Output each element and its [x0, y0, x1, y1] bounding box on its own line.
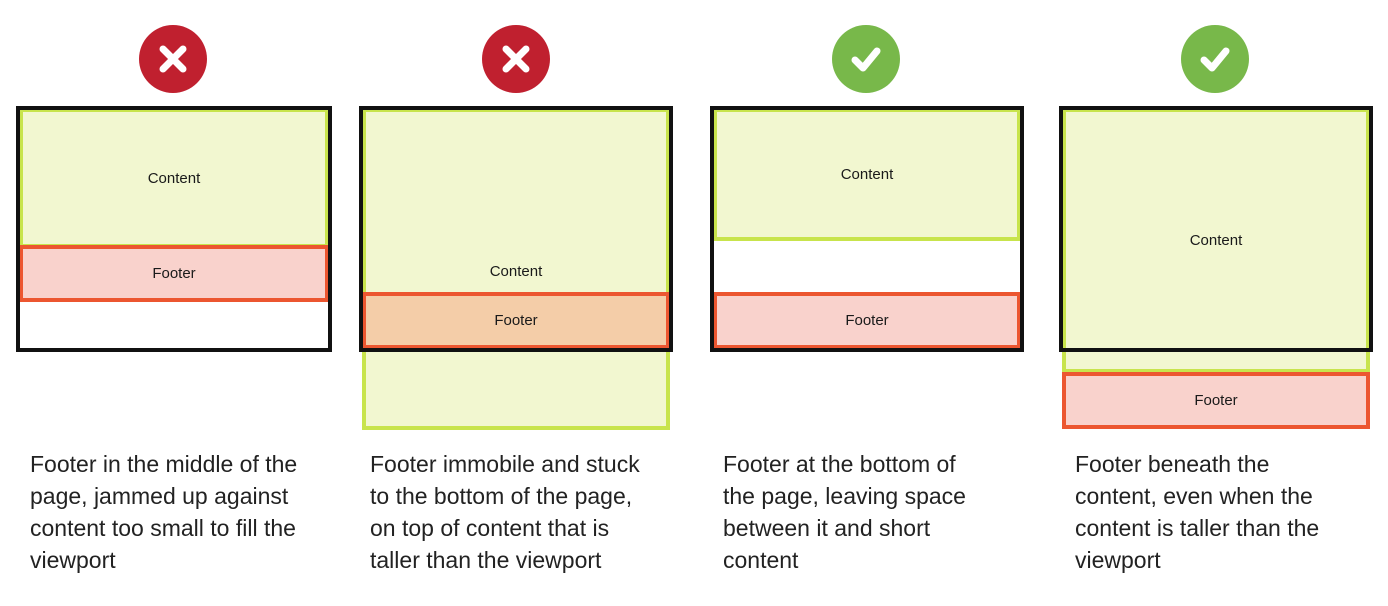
caption: Footer immobile and stuck to the bottom …	[370, 451, 640, 573]
footer-label: Footer	[845, 312, 889, 329]
content-label: Content	[840, 166, 894, 183]
content-label: Content	[147, 169, 201, 187]
content-label: Content	[489, 263, 543, 280]
checkmark-icon	[832, 25, 900, 93]
footer-label: Footer	[1194, 392, 1238, 409]
footer-area: Footer	[362, 292, 670, 349]
caption: Footer beneath the content, even when th…	[1075, 451, 1320, 573]
footer-area: Footer	[19, 245, 329, 302]
viewport-frame	[359, 106, 673, 352]
caption: Footer in the middle of the page, jammed…	[30, 451, 298, 573]
content-area: Content	[1062, 108, 1370, 373]
viewport-frame	[16, 106, 332, 352]
footer-area: Footer	[1062, 372, 1370, 429]
checkmark-icon	[1181, 25, 1249, 93]
content-area: Content	[713, 108, 1021, 241]
footer-label: Footer	[494, 312, 538, 329]
viewport-frame	[1059, 106, 1373, 352]
content-label: Content	[1189, 232, 1243, 249]
content-area: Content	[362, 108, 670, 430]
caption: Footer at the bottom of the page, leavin…	[723, 451, 966, 573]
content-area: Content	[19, 108, 329, 248]
cross-icon	[482, 25, 550, 93]
cross-icon	[139, 25, 207, 93]
footer-area: Footer	[713, 292, 1021, 349]
footer-label: Footer	[152, 265, 196, 282]
viewport-frame	[710, 106, 1024, 352]
